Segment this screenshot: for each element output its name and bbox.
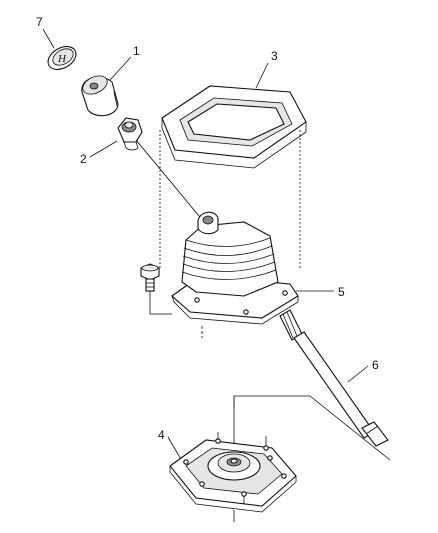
shift-boot-icon	[171, 211, 299, 338]
floor-boot-plate-icon	[169, 432, 297, 522]
leader-2	[89, 140, 118, 158]
callout-label-4: 4	[158, 428, 165, 442]
knob-adapter-icon	[117, 117, 143, 151]
callout-label-5: 5	[338, 285, 345, 299]
callout-label-3: 3	[271, 49, 278, 63]
leader-6	[347, 365, 369, 383]
assembly-axis-line	[135, 139, 205, 223]
console-bezel-icon	[159, 85, 307, 270]
leader-3	[255, 62, 269, 89]
callout-label-1: 1	[133, 44, 140, 58]
leader-1	[109, 56, 132, 81]
mounting-bolt-icon	[140, 263, 172, 315]
leader-lines	[42, 28, 369, 462]
callout-label-7: 7	[36, 15, 43, 29]
leader-4	[167, 436, 183, 462]
callout-label-6: 6	[372, 358, 379, 372]
leader-7	[42, 28, 55, 49]
shift-knob-icon	[81, 75, 119, 117]
callout-label-2: 2	[80, 152, 87, 166]
cap-emblem-icon: H	[47, 45, 77, 71]
shift-lever-icon	[279, 309, 389, 447]
cap-emblem-letter: H	[57, 53, 67, 65]
